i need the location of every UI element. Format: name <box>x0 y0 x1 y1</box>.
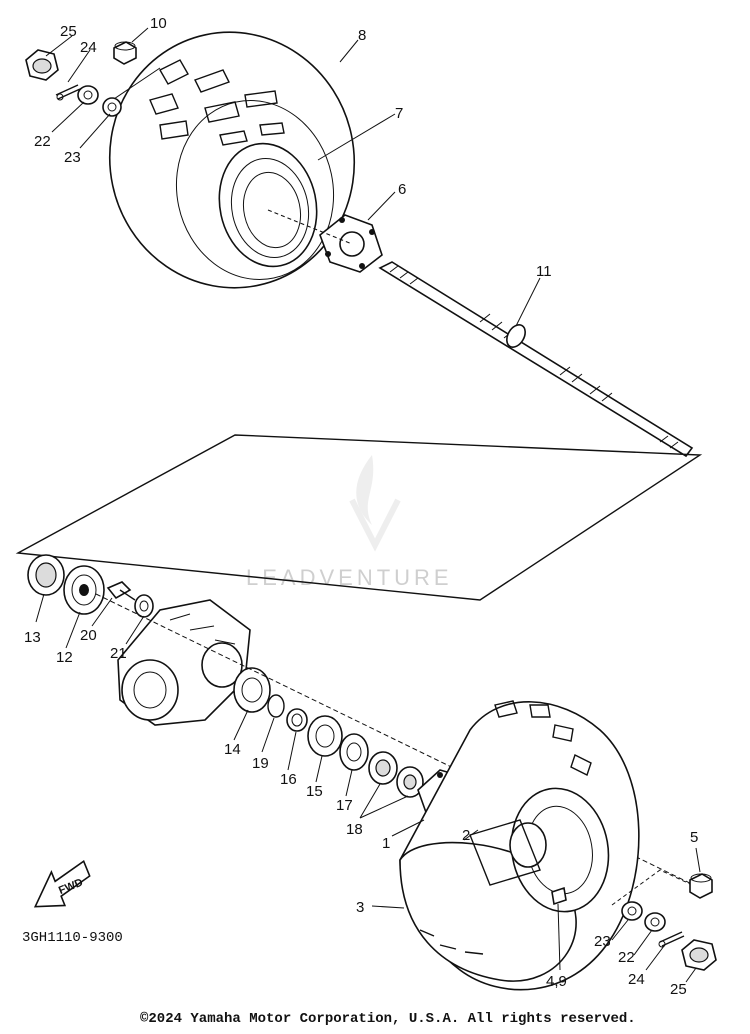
bearing-housing[interactable] <box>117 599 251 726</box>
upper-wheel-hub[interactable] <box>319 214 383 273</box>
axle-nut-25-lower[interactable] <box>681 939 717 971</box>
callout-14: 14 <box>224 741 241 758</box>
washer-23-upper[interactable] <box>102 97 122 117</box>
castle-nut-22-lower[interactable] <box>644 912 666 932</box>
oil-seal-13[interactable] <box>27 554 65 596</box>
callout-12: 12 <box>56 649 73 666</box>
axle-nut-25-upper[interactable] <box>25 49 59 81</box>
callout-6: 6 <box>398 181 406 198</box>
callout-20: 20 <box>80 627 97 644</box>
bearing-15[interactable] <box>307 715 343 757</box>
callout-7: 7 <box>395 105 403 122</box>
callout-24-upper: 24 <box>80 39 97 56</box>
rear-axle[interactable] <box>378 261 694 458</box>
callout-8: 8 <box>358 27 366 44</box>
callout-23-upper: 23 <box>64 149 81 166</box>
callout-2: 2 <box>462 827 470 844</box>
washer-23-lower[interactable] <box>621 901 643 921</box>
watermark-logo <box>349 455 401 552</box>
circlip-19[interactable] <box>267 694 285 718</box>
callout-21: 21 <box>110 645 127 662</box>
callout-16: 16 <box>280 771 297 788</box>
bearing-12[interactable] <box>63 565 105 615</box>
castle-nut-22-upper[interactable] <box>77 85 99 105</box>
cotter-pin-24-lower[interactable] <box>658 931 685 948</box>
copyright-notice: ©2024 Yamaha Motor Corporation, U.S.A. A… <box>140 1011 636 1027</box>
bearing-14[interactable] <box>233 667 271 713</box>
callout-19: 19 <box>252 755 269 772</box>
oil-seal-17[interactable] <box>339 733 369 771</box>
callout-23-lower: 23 <box>594 933 611 950</box>
washer-21[interactable] <box>134 594 154 618</box>
wheel-stud-4-9[interactable] <box>551 886 567 906</box>
callout-22-upper: 22 <box>34 133 51 150</box>
cap-10[interactable] <box>113 41 137 65</box>
oil-seal-18b[interactable] <box>396 766 424 798</box>
diagram-code: 3GH1110-9300 <box>22 930 123 946</box>
callout-25-upper: 25 <box>60 23 77 40</box>
upper-tire[interactable] <box>86 9 378 310</box>
callout-10: 10 <box>150 15 167 32</box>
callout-17: 17 <box>336 797 353 814</box>
callout-24-lower: 24 <box>628 971 645 988</box>
bolt-20[interactable] <box>106 581 136 601</box>
spacer-16[interactable] <box>286 708 308 732</box>
callout-4-9: 4,9 <box>546 973 567 990</box>
callout-15: 15 <box>306 783 323 800</box>
callout-3: 3 <box>356 899 364 916</box>
cap-5[interactable] <box>689 873 713 899</box>
callout-22-lower: 22 <box>618 949 635 966</box>
callout-11: 11 <box>536 263 552 280</box>
lower-wheel-rim[interactable] <box>469 781 618 920</box>
oil-seal-18a[interactable] <box>368 751 398 785</box>
callout-1: 1 <box>382 835 390 852</box>
callout-5: 5 <box>690 829 698 846</box>
fwd-arrow-icon: FWD <box>33 859 91 908</box>
callout-25-lower: 25 <box>670 981 687 998</box>
callout-18: 18 <box>346 821 363 838</box>
callout-13: 13 <box>24 629 41 646</box>
cotter-pin-24-upper[interactable] <box>55 84 81 101</box>
